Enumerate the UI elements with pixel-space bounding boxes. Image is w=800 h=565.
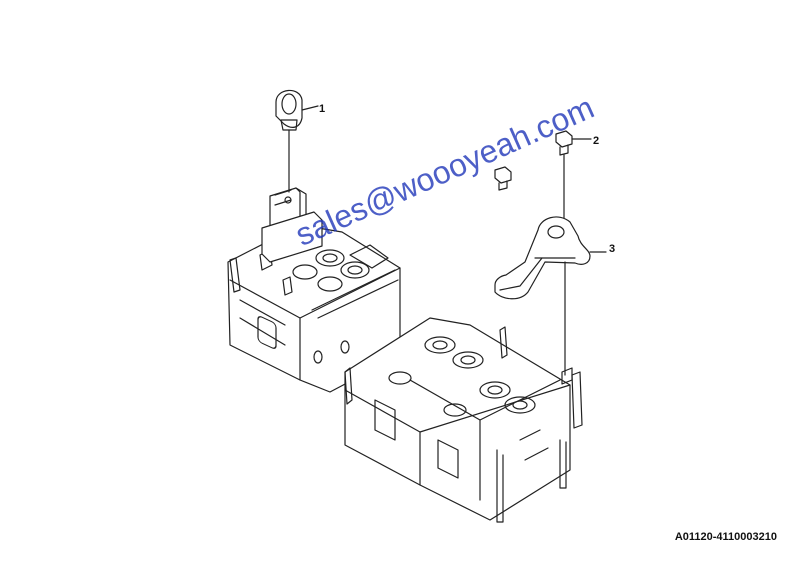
callout-3: 3 — [609, 243, 616, 255]
bolt-part-2 — [555, 130, 592, 227]
lifting-eye-part-1 — [275, 89, 319, 193]
bracket-part-3 — [494, 216, 607, 376]
mounting-block — [261, 187, 323, 263]
callout-1: 1 — [319, 103, 326, 115]
bolt-loose — [494, 166, 512, 191]
drawing-id: A01120-4110003210 — [674, 531, 777, 543]
cylinder-head-right — [344, 317, 583, 523]
callout-2: 2 — [593, 135, 600, 147]
